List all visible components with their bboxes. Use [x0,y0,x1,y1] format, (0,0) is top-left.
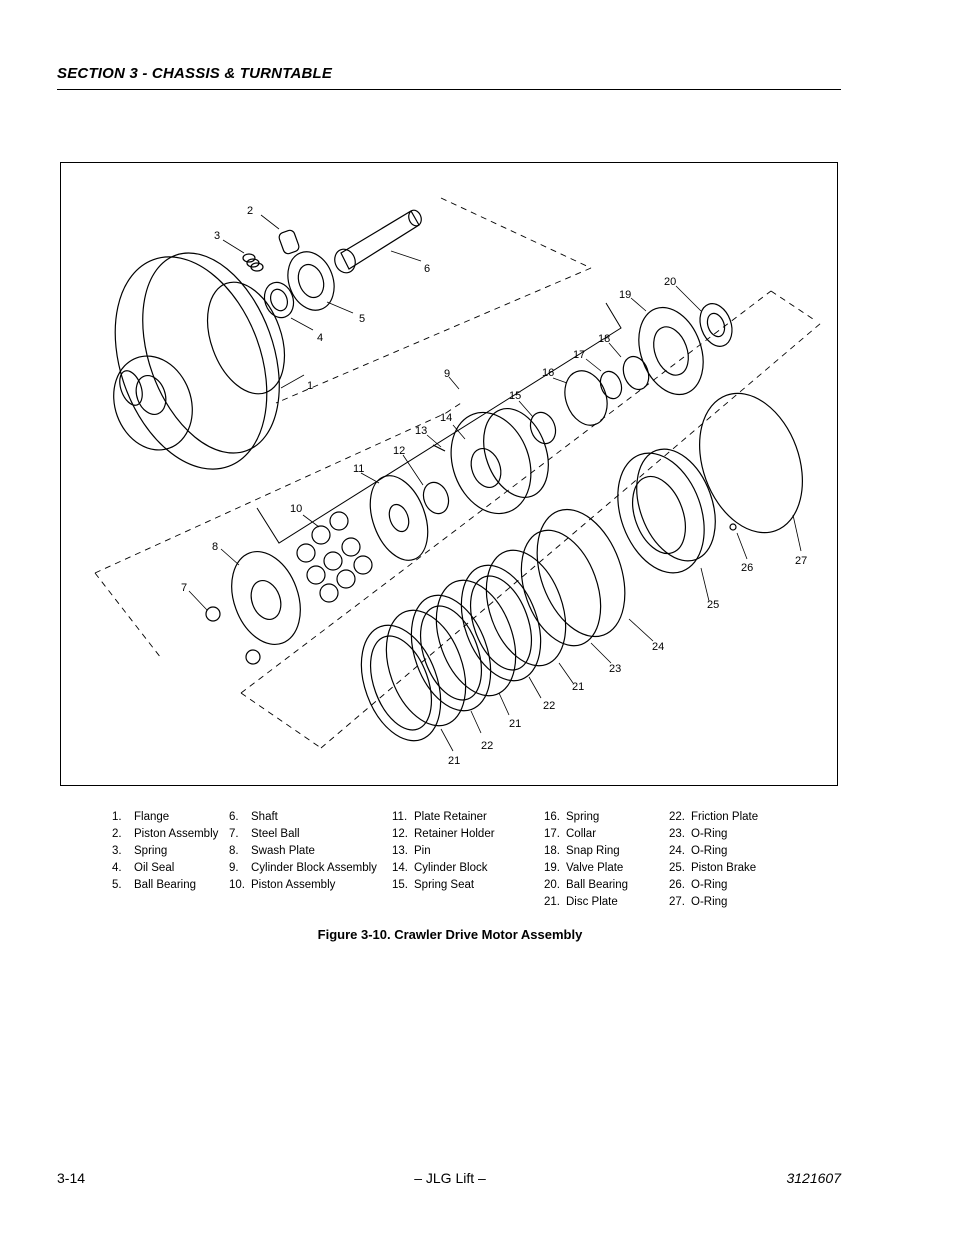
callout-21c: 21 [448,755,460,767]
piston-assembly-part [296,511,373,603]
callout-3: 3 [214,230,220,242]
legend-item: 3.Spring [112,845,168,857]
legend-item: 6.Shaft [229,811,278,823]
legend-item: 17.Collar [544,828,597,840]
page-number: 3-14 [57,1170,86,1186]
legend-item: 13.Pin [392,845,431,857]
legend-item: 7.Steel Ball [229,828,300,840]
legend-item: 22.Friction Plate [669,811,759,823]
callout-20: 20 [664,276,676,288]
callout-26: 26 [741,562,753,574]
callout-1: 1 [307,380,313,392]
document-number: 3121607 [786,1170,841,1186]
callout-24: 24 [652,641,664,653]
callout-6: 6 [424,263,430,275]
leader-lines [188,214,802,752]
footer-brand: – JLG Lift – [414,1170,486,1186]
legend-column-5: 22.Friction Plate 23.O-Ring 24.O-Ring 25… [669,809,758,911]
callout-16: 16 [542,367,554,379]
legend-item: 26.O-Ring [669,879,728,891]
swash-plate-part [231,550,301,646]
callout-14: 14 [440,412,452,424]
shaft-part [334,209,422,274]
callout-25: 25 [707,599,719,611]
callout-5: 5 [359,313,365,325]
section-title: SECTION 3 - CHASSIS & TURNTABLE [57,65,333,82]
legend-column-4: 16.Spring 17.Collar 18.Snap Ring 19.Valv… [544,809,628,911]
legend-item: 19.Valve Plate [544,862,624,874]
legend-item: 12.Retainer Holder [392,828,495,840]
callout-12: 12 [393,445,405,457]
callout-23: 23 [609,663,621,675]
figure-caption: Figure 3-10. Crawler Drive Motor Assembl… [317,927,583,942]
callout-18: 18 [598,333,610,345]
legend-item: 2.Piston Assembly [112,828,219,840]
callout-22b: 22 [481,740,493,752]
disc-plates-part [360,549,567,742]
callout-21b: 21 [509,718,521,730]
flange-part [113,252,286,470]
legend-item: 11.Plate Retainer [392,811,487,823]
callout-4: 4 [317,332,323,344]
dashed-guide-lines [94,197,822,749]
legend-item: 24.O-Ring [669,845,728,857]
legend-item: 4.Oil Seal [112,862,175,874]
header-rule [57,89,841,90]
callout-15: 15 [509,390,521,402]
callout-7: 7 [181,582,187,594]
callout-13: 13 [415,425,427,437]
callout-11: 11 [353,463,364,475]
legend-column-3: 11.Plate Retainer 12.Retainer Holder 13.… [392,809,495,894]
legend-item: 1.Flange [112,811,170,823]
cylinder-block-part [450,407,549,515]
exploded-diagram-figure: 1 2 3 4 5 6 7 8 9 10 11 12 13 14 15 16 1… [60,162,838,786]
callout-8: 8 [212,541,218,553]
legend-item: 8.Swash Plate [229,845,315,857]
exploded-diagram: 1 2 3 4 5 6 7 8 9 10 11 12 13 14 15 16 1… [94,197,822,767]
callout-10: 10 [290,503,302,515]
piston-brake-part [617,448,716,574]
callout-21a: 21 [572,681,584,693]
legend-item: 5.Ball Bearing [112,879,197,891]
callout-2: 2 [247,205,253,217]
legend-item: 9.Cylinder Block Assembly [229,862,377,874]
legend-item: 20.Ball Bearing [544,879,629,891]
callout-9: 9 [444,368,450,380]
legend-item: 16.Spring [544,811,600,823]
spring-part [242,253,264,272]
legend-column-1: 1.Flange 2.Piston Assembly 3.Spring 4.Oi… [112,809,218,894]
callout-27: 27 [795,555,807,567]
legend-item: 18.Snap Ring [544,845,620,857]
legend-item: 23.O-Ring [669,828,728,840]
callout-19: 19 [619,289,631,301]
legend-item: 25.Piston Brake [669,862,757,874]
legend-item: 21.Disc Plate [544,896,618,908]
callout-22a: 22 [543,700,555,712]
legend-item: 10.Piston Assembly [229,879,336,891]
callout-17: 17 [573,349,585,361]
legend-item: 15.Spring Seat [392,879,475,891]
legend-item: 14.Cylinder Block [392,862,488,874]
legend-item: 27.O-Ring [669,896,728,908]
legend-column-2: 6.Shaft 7.Steel Ball 8.Swash Plate 9.Cyl… [229,809,377,894]
